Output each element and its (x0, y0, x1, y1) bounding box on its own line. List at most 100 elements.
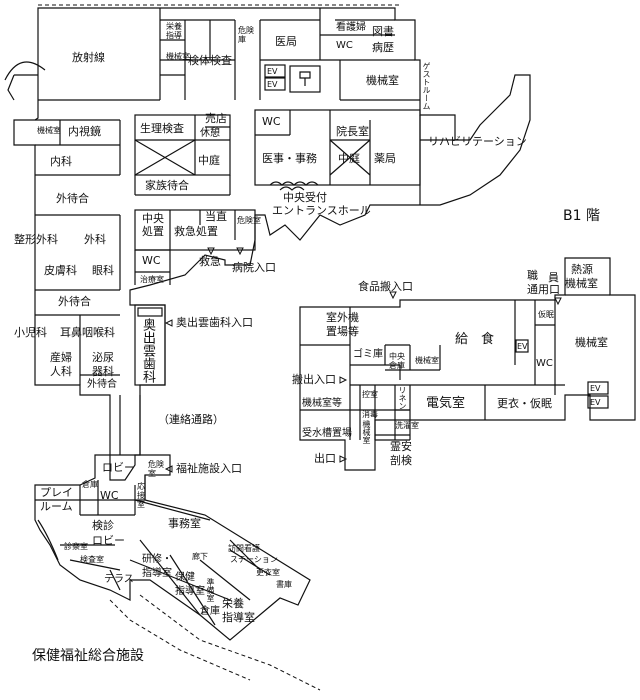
room-nurse: 看護婦 (336, 22, 366, 33)
room-corridor: 廊下 (192, 552, 208, 561)
room-urology-1: 泌尿 (92, 351, 114, 364)
room-wc-mid: WC (262, 115, 281, 128)
ev-top-2: EV (267, 80, 278, 89)
room-storage-lower: 倉庫 (200, 606, 220, 617)
room-nutrition-guidance: 栄養指導 (166, 22, 182, 40)
room-lab: 検査室 (80, 555, 104, 564)
room-family-waiting: 家族待合 (145, 179, 189, 192)
room-courtyard-1: 中庭 (198, 154, 220, 167)
entrance-carry-in: 搬出入口 (292, 373, 336, 386)
entrance-hospital: 病院入口 (232, 261, 276, 274)
room-checkup-1: 検診 (92, 519, 114, 532)
room-garbage: ゴミ庫 (353, 349, 383, 360)
room-temp-sleep: 仮眠 (538, 310, 554, 319)
room-documents: 書庫 (276, 580, 292, 589)
room-obgyn-2: 人科 (50, 365, 72, 378)
room-linen: リネン (398, 386, 407, 410)
room-ophthalmology: 眼科 (92, 264, 114, 277)
room-library: 図書 (372, 25, 394, 38)
room-rehab: リハビリテーション (428, 135, 527, 148)
room-orthopedics: 整形外科 (14, 233, 58, 246)
room-pediatrics: 小児科 (14, 326, 47, 339)
room-heat-source-1: 熱源 (571, 263, 593, 276)
room-health-1: 保健 (175, 572, 195, 583)
room-dermatology: 皮膚科 (44, 264, 77, 277)
room-okuizumo-dental: 奥出雲歯科 (140, 318, 155, 383)
room-ent: 耳鼻咽喉科 (60, 326, 115, 339)
entrance-staff-1: 職 (527, 269, 538, 282)
room-wc-lower: WC (100, 489, 119, 502)
room-specimen-test: 検体検査 (188, 54, 232, 67)
entrance-exit: 出口 (314, 452, 336, 465)
room-machine-small-3: 機械室 (415, 356, 439, 365)
room-lobby: ロビー (102, 461, 135, 474)
label-connecting-passage: （連絡通路） (158, 413, 224, 426)
room-checkup-2: ロビー (92, 534, 125, 547)
room-training-2: 指導室 (142, 568, 172, 579)
room-danger-storage-1: 危険庫 (238, 26, 254, 44)
room-machine-small-2: 機械室 (37, 126, 61, 135)
room-machine-small-1: 機械室 (166, 52, 190, 61)
room-on-duty: 当直 (205, 210, 227, 223)
ev-food: EV (517, 342, 528, 351)
room-central-processing-1: 中央 (142, 212, 164, 225)
ev-b1-1: EV (590, 384, 601, 393)
room-exam: 診察室 (64, 542, 88, 551)
room-laundry: 洗濯室 (395, 421, 419, 430)
room-wc-emerg: WC (142, 254, 161, 267)
entrance-food-delivery: 食品搬入口 (358, 280, 413, 293)
room-central-storage-1: 中央 (389, 352, 405, 361)
room-radiology: 放射線 (72, 51, 105, 64)
room-danger-storage-2: 危険室 (237, 216, 261, 225)
room-machine-b1: 機械室 (575, 336, 608, 349)
room-office: 事務室 (168, 517, 201, 530)
room-training-1: 研修・ (142, 554, 172, 565)
room-dressing: 更衣室 (256, 568, 280, 577)
room-urology-2: 器科 (92, 365, 114, 378)
facility-caption: 保健福祉総合施設 (32, 648, 144, 664)
room-storage-small: 倉庫 (82, 480, 98, 489)
room-pharmacy-admin: 医局 (275, 35, 297, 48)
room-terrace: テラス (104, 574, 134, 585)
room-emergency-treatment: 救急処置 (174, 225, 218, 238)
room-pharmacy: 薬局 (374, 152, 396, 165)
room-mortuary-2: 剖検 (390, 454, 412, 467)
entrance-staff-3: 通用口 (527, 283, 560, 296)
room-wc-b1: WC (536, 358, 553, 369)
room-disinfection: 消毒 (362, 410, 378, 419)
room-nutrition-1: 栄養 (222, 597, 244, 610)
room-play-2: ルーム (40, 500, 73, 513)
room-visiting-nurse-2: ステーション (230, 555, 278, 564)
room-outer-waiting-1: 外待合 (56, 192, 89, 205)
room-obgyn-1: 産婦 (50, 351, 72, 364)
room-internal-medicine: 内科 (50, 155, 72, 168)
room-guest-room: ゲストルーム (422, 62, 431, 110)
room-shop: 売店 (205, 112, 227, 125)
room-outdoor-machine-1: 室外機 (326, 311, 359, 324)
entrance-emergency: 救急 (199, 255, 221, 268)
room-reception: 応接室 (137, 482, 145, 509)
room-machine-etc: 機械室等 (302, 398, 342, 409)
entrance-okuizumo-dental: 奥出雲歯科入口 (176, 316, 253, 329)
room-central-reception: 中央受付 (283, 191, 327, 204)
room-prep: 準備室 (206, 578, 215, 602)
room-heat-source-2: 機械室 (565, 277, 598, 290)
room-entrance-hall: エントランスホール (272, 204, 371, 217)
floor-label: B1 階 (563, 208, 600, 224)
room-nutrition-2: 指導室 (222, 611, 255, 624)
room-wc-top: WC (336, 40, 353, 51)
room-machine-room-top: 機械室 (366, 74, 399, 87)
room-courtyard-2: 中庭 (338, 152, 360, 165)
room-health-2: 指導室 (175, 586, 205, 597)
room-records: 病歴 (372, 41, 394, 54)
room-danger-storage-3: 危険室 (148, 460, 164, 478)
room-surgery: 外科 (84, 233, 106, 246)
room-outer-waiting-3: 外待合 (87, 379, 117, 390)
room-visiting-nurse-1: 訪問看護 (228, 544, 260, 553)
room-electrical: 電気室 (426, 396, 466, 411)
room-water-tank: 受水槽置場 (302, 428, 352, 439)
main-building-outline (13, 7, 531, 481)
room-food-service: 給 食 (455, 332, 495, 347)
room-rest: 休憩 (200, 128, 220, 139)
room-endoscopy: 内視鏡 (68, 125, 101, 138)
